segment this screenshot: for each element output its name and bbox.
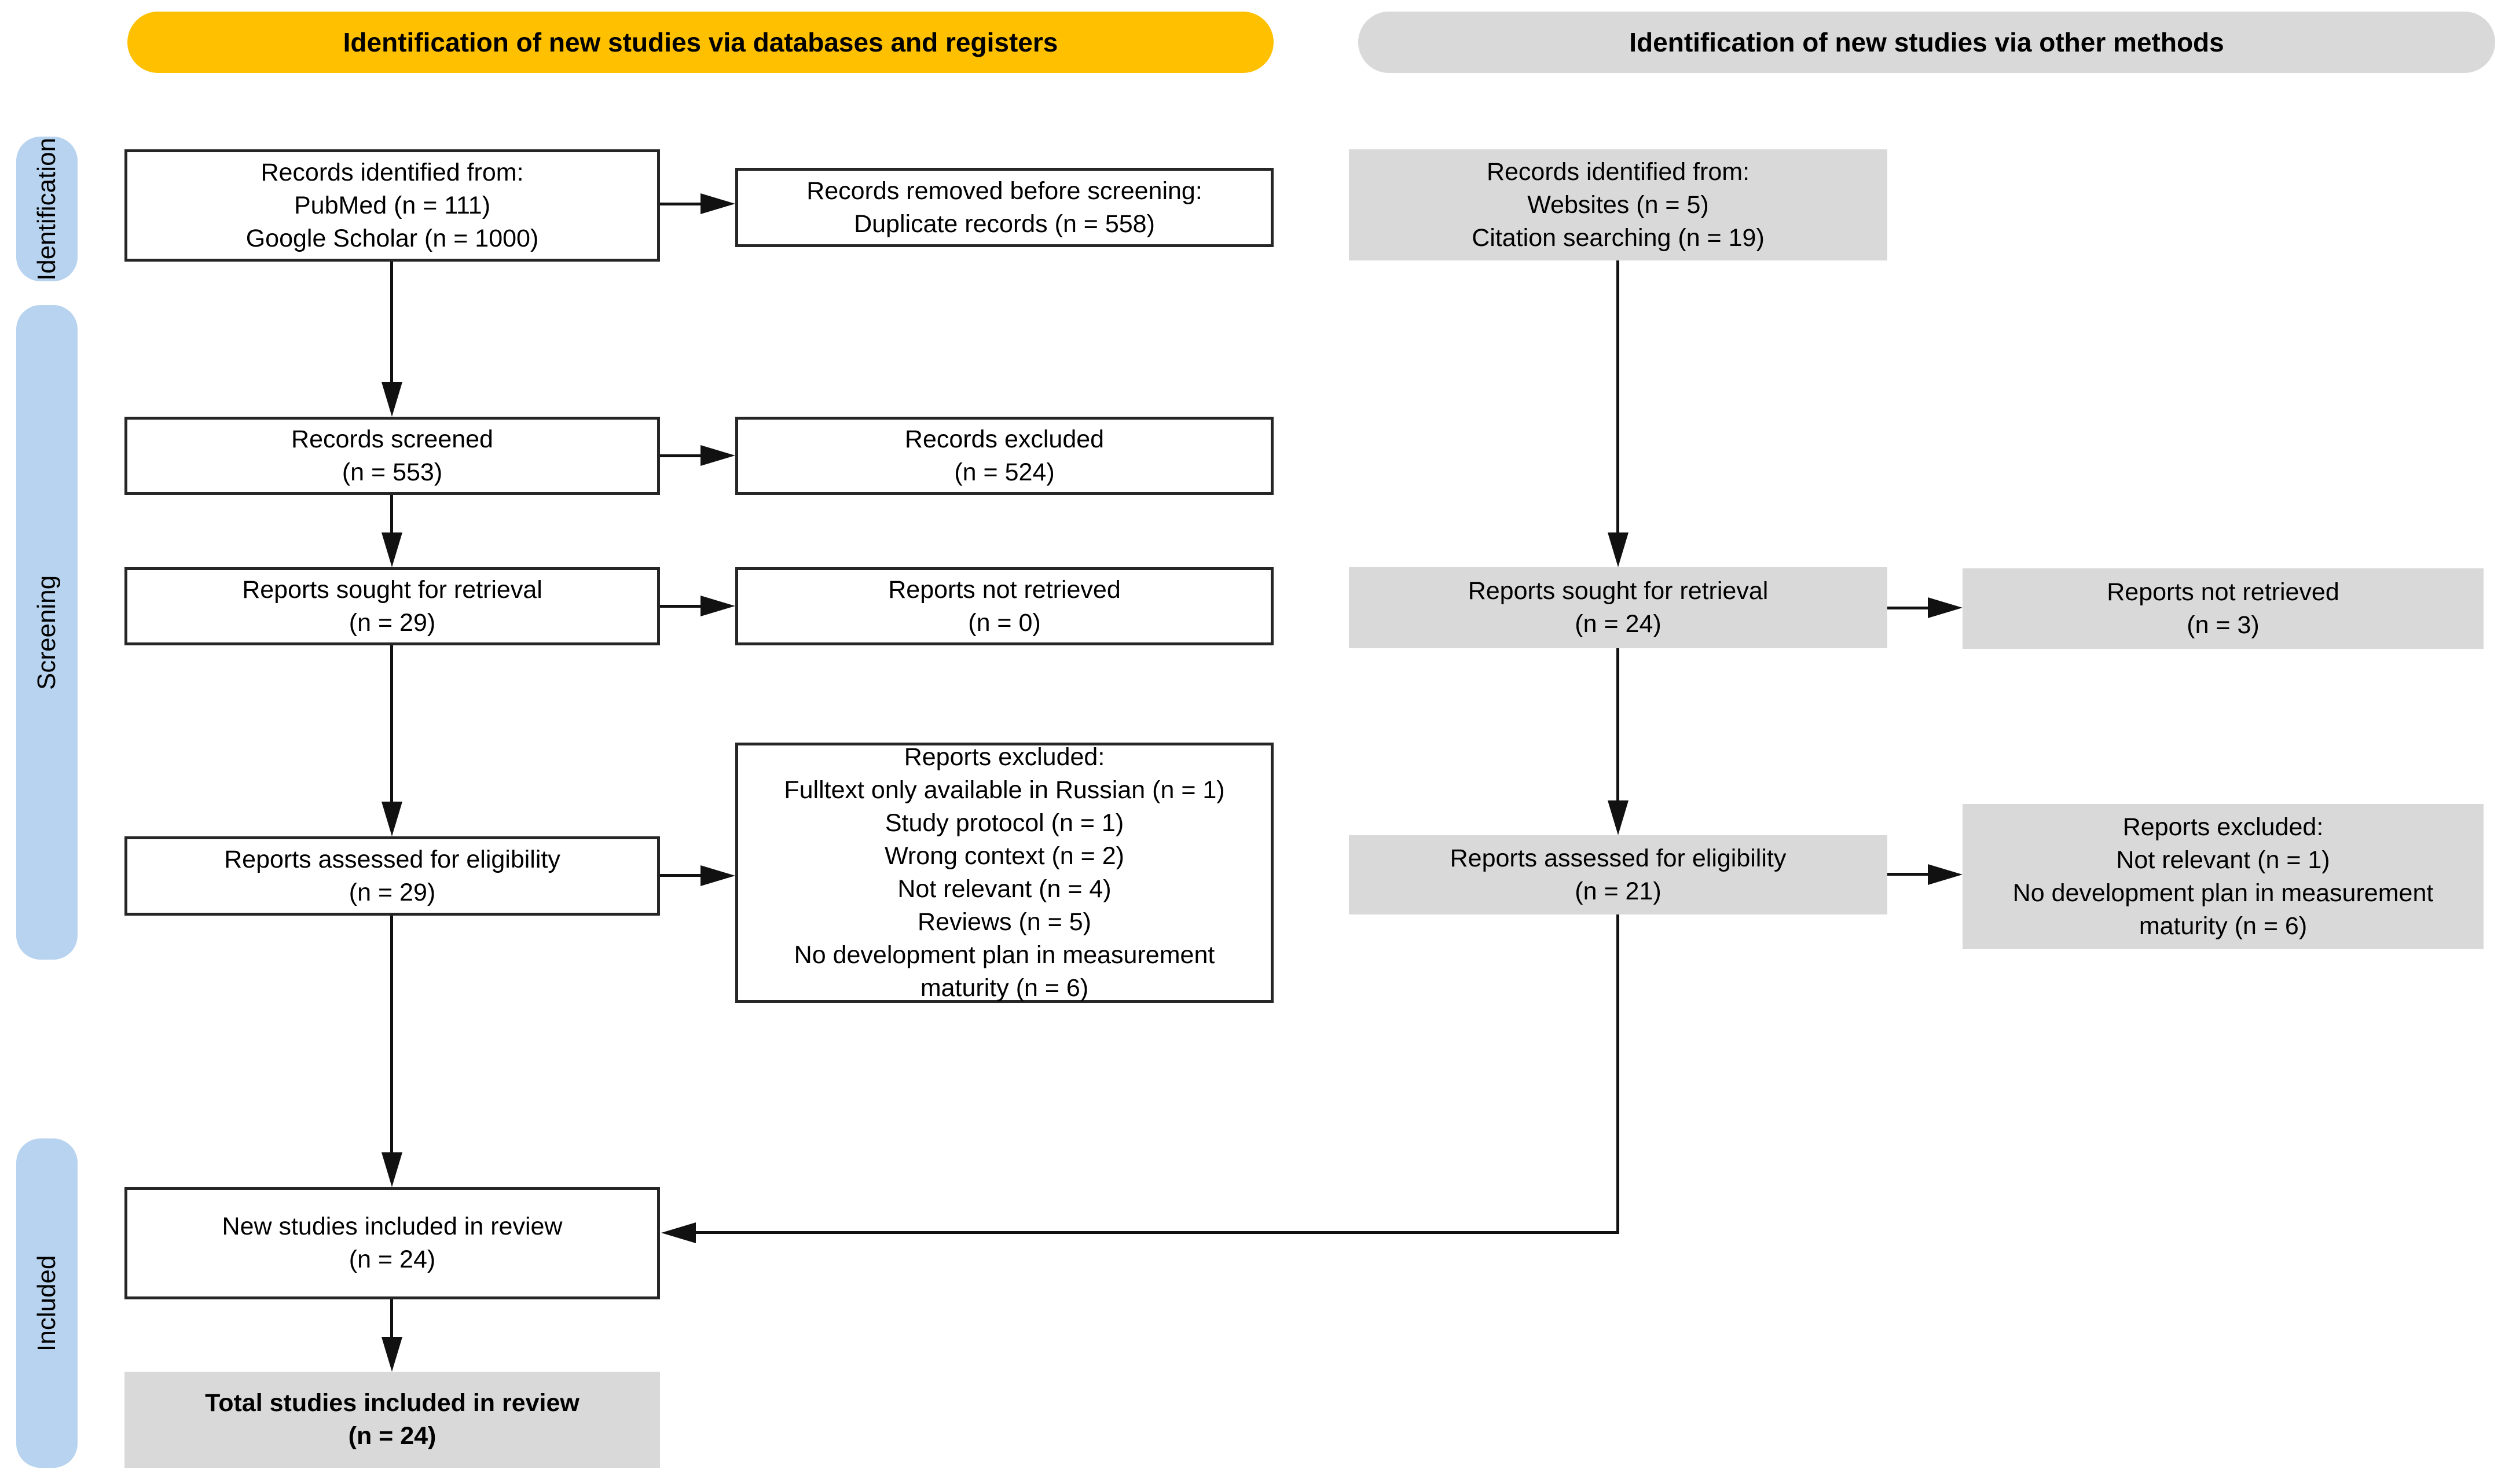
box-line: Records identified from: — [1486, 157, 1750, 186]
box-line: (n = 24) — [1575, 610, 1662, 638]
arrow-assessed-to-new-studies — [390, 916, 393, 1155]
arrowhead-identified-to-removed-icon — [700, 193, 735, 214]
box-line: maturity (n = 6) — [2139, 912, 2308, 940]
arrow-sought-to-assessed-db — [390, 645, 393, 805]
box-records-removed-before-screening: Records removed before screening: Duplica… — [735, 168, 1274, 247]
box-line: (n = 0) — [968, 608, 1041, 637]
box-line: Study protocol (n = 1) — [885, 809, 1124, 837]
box-line: Records screened — [291, 425, 493, 453]
box-line: No development plan in measurement — [2012, 879, 2434, 907]
arrow-screened-to-excluded — [660, 454, 703, 457]
box-line: (n = 29) — [349, 608, 436, 637]
arrow-screened-to-sought — [390, 495, 393, 535]
arrow-assessed-other-elbow-horizontal — [694, 1231, 1619, 1234]
box-line: Not relevant (n = 4) — [897, 875, 1112, 903]
box-reports-excluded-databases: Reports excluded: Fulltext only available… — [735, 743, 1274, 1003]
arrowhead-assessed-to-new-studies-icon — [382, 1152, 402, 1187]
arrowhead-sought-to-not-retrieved-other-icon — [1928, 597, 1963, 618]
box-reports-assessed-databases: Reports assessed for eligibility (n = 29) — [124, 836, 660, 916]
arrowhead-sought-to-not-retrieved-db-icon — [700, 596, 735, 616]
box-line: (n = 3) — [2187, 611, 2260, 639]
box-line: Reports excluded: — [2122, 813, 2324, 841]
box-line: Reviews (n = 5) — [918, 908, 1091, 936]
box-records-identified-databases: Records identified from: PubMed (n = 111)… — [124, 149, 660, 262]
arrow-sought-to-not-retrieved-db — [660, 605, 703, 608]
box-line: Google Scholar (n = 1000) — [245, 224, 539, 252]
arrowhead-screened-to-sought-icon — [382, 532, 402, 567]
box-records-identified-other: Records identified from: Websites (n = 5)… — [1349, 149, 1887, 260]
box-line: (n = 24) — [349, 1246, 436, 1273]
box-line: (n = 24) — [348, 1422, 437, 1450]
box-line: Wrong context (n = 2) — [885, 842, 1124, 870]
arrow-identified-to-removed — [660, 203, 703, 205]
arrow-assessed-to-excluded-other — [1887, 873, 1930, 876]
arrowhead-identified-other-to-sought-icon — [1608, 532, 1629, 567]
banner-databases-registers: Identification of new studies via databa… — [127, 12, 1274, 73]
box-line: Total studies included in review — [205, 1389, 580, 1417]
box-reports-sought-other: Reports sought for retrieval (n = 24) — [1349, 567, 1887, 648]
arrowhead-assessed-to-excluded-db-icon — [700, 865, 735, 886]
arrowhead-sought-to-assessed-other-icon — [1608, 800, 1629, 835]
box-reports-not-retrieved-databases: Reports not retrieved (n = 0) — [735, 567, 1274, 645]
box-line: maturity (n = 6) — [920, 974, 1089, 1002]
arrow-new-to-total — [390, 1299, 393, 1340]
box-records-screened: Records screened (n = 553) — [124, 417, 660, 495]
box-line: New studies included in review — [222, 1213, 563, 1240]
box-line: Duplicate records (n = 558) — [854, 210, 1155, 238]
arrowhead-other-into-new-studies-icon — [661, 1222, 696, 1243]
box-line: Fulltext only available in Russian (n = … — [784, 776, 1225, 804]
banner-other-methods: Identification of new studies via other … — [1358, 12, 2495, 73]
stage-label-identification: Identification — [16, 137, 78, 281]
stage-label-included: Included — [16, 1138, 78, 1468]
box-line: Reports excluded: — [904, 743, 1105, 771]
box-reports-not-retrieved-other: Reports not retrieved (n = 3) — [1963, 568, 2484, 649]
box-reports-assessed-other: Reports assessed for eligibility (n = 21) — [1349, 835, 1887, 914]
box-records-excluded: Records excluded (n = 524) — [735, 417, 1274, 495]
box-line: Citation searching (n = 19) — [1472, 223, 1765, 252]
arrow-sought-to-assessed-other — [1616, 648, 1619, 803]
box-line: Records identified from: — [261, 158, 524, 186]
box-line: Reports assessed for eligibility — [224, 845, 560, 873]
arrowhead-assessed-to-excluded-other-icon — [1928, 864, 1963, 885]
box-line: Reports assessed for eligibility — [1450, 844, 1787, 872]
arrow-identified-other-to-sought — [1616, 260, 1619, 535]
box-line: Reports sought for retrieval — [1468, 577, 1769, 605]
box-line: (n = 29) — [349, 878, 436, 906]
box-line: (n = 21) — [1575, 877, 1662, 905]
box-reports-excluded-other: Reports excluded: Not relevant (n = 1) No … — [1963, 804, 2484, 949]
arrow-identified-to-screened — [390, 262, 393, 385]
box-new-studies-included: New studies included in review (n = 24) — [124, 1187, 660, 1299]
box-line: Not relevant (n = 1) — [2116, 846, 2330, 874]
box-line: (n = 553) — [342, 458, 443, 486]
arrow-assessed-to-excluded-db — [660, 874, 703, 877]
box-line: Reports sought for retrieval — [242, 575, 542, 604]
box-line: No development plan in measurement — [794, 941, 1215, 969]
box-line: Records excluded — [904, 425, 1105, 453]
box-line: Reports not retrieved — [888, 575, 1121, 604]
box-reports-sought-databases: Reports sought for retrieval (n = 29) — [124, 567, 660, 645]
arrowhead-screened-to-excluded-icon — [700, 445, 735, 466]
box-line: Reports not retrieved — [2107, 578, 2339, 606]
stage-label-screening: Screening — [16, 305, 78, 960]
box-total-studies-included: Total studies included in review (n = 24) — [124, 1372, 660, 1468]
arrowhead-sought-to-assessed-db-icon — [382, 802, 402, 836]
arrowhead-identified-to-screened-icon — [382, 382, 402, 417]
box-line: Websites (n = 5) — [1527, 190, 1709, 219]
box-line: Records removed before screening: — [806, 177, 1202, 205]
box-line: PubMed (n = 111) — [294, 191, 491, 219]
arrow-assessed-other-elbow-vertical — [1616, 914, 1619, 1234]
arrowhead-new-to-total-icon — [382, 1337, 402, 1372]
box-line: (n = 524) — [954, 458, 1055, 486]
arrow-sought-to-not-retrieved-other — [1887, 607, 1930, 609]
